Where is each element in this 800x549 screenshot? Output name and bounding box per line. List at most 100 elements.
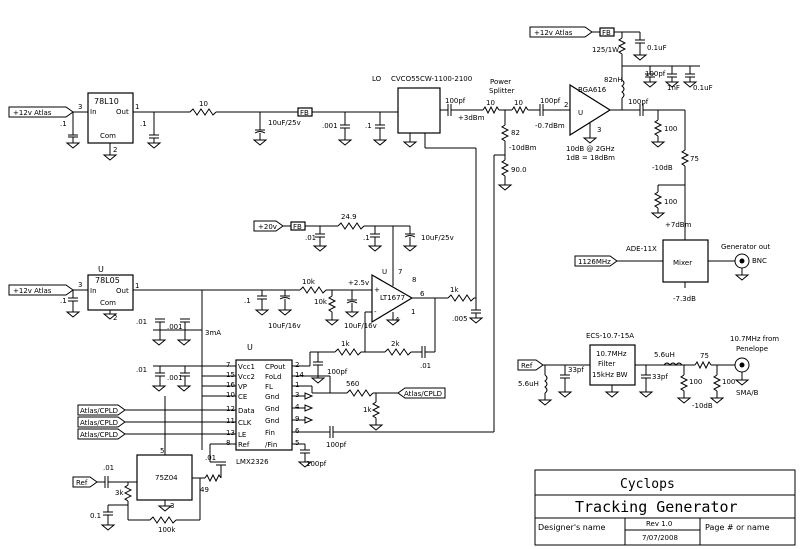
values-dbm7-label: +7dBm	[665, 221, 692, 229]
pll-pin-left-3: CE	[238, 393, 247, 401]
values-r-1k3-label: 1k	[363, 406, 372, 414]
values-r-49-label: 49	[200, 486, 209, 494]
parts-penelope-label: 10.7MHz from	[730, 335, 779, 343]
pll-pin-num-right-1: 14	[295, 371, 304, 379]
opamp-lt1677	[371, 273, 414, 324]
values-c-100pf6-label: 100pf	[326, 441, 347, 449]
svg-text:1dB = 18dBm: 1dB = 18dBm	[566, 154, 615, 162]
values-fb3-label: FB	[293, 223, 302, 231]
values-c-01h-label: .01	[136, 318, 147, 326]
svg-text:+: +	[374, 286, 380, 294]
pll-pin-right-5: Gnd	[265, 417, 279, 425]
parts-pll-name-label: LMX2326	[236, 458, 269, 466]
values-r-1k1-label: 1k	[450, 286, 459, 294]
parts-filter-text-label: 10.7MHz	[596, 350, 627, 358]
values-c-01a-label: .1	[60, 120, 67, 128]
values-c-33pfa-label: 33pf	[568, 366, 584, 374]
title-block-rev: Rev 1.0	[646, 520, 672, 528]
values-c-01i-label: .01	[136, 366, 147, 374]
parts-filter-model-label: ECS-10.7-15A	[586, 332, 634, 340]
values-fb1-label: FB	[300, 109, 309, 117]
pll-pin-num-left-0: 7	[226, 361, 230, 369]
values-r-2k-label: 2k	[391, 340, 400, 348]
values-n3b-label: 3	[597, 126, 601, 134]
parts-amp-gain-label: 10dB @ 2GHz	[566, 145, 615, 153]
values-c-01g-label: .1	[244, 297, 251, 305]
pll-pin-num-left-4: 12	[226, 405, 235, 413]
values-r-3k-label: 3k	[115, 489, 124, 497]
values-c-001b-label: .001	[167, 323, 183, 331]
port-atlas-cpld-data: Atlas/CPLD	[77, 404, 126, 416]
ports-ref2-label: Ref	[521, 362, 533, 370]
ports-atlas1-label: +12v Atlas	[13, 109, 52, 117]
values-pin1-label: 1	[411, 308, 415, 316]
values-n3c-label: 3	[78, 281, 82, 289]
values-r-82-label: 82	[511, 129, 520, 137]
ports-cpld-out-label: Atlas/CPLD	[404, 390, 442, 398]
ports-atlas2-label: +12v Atlas	[13, 287, 52, 295]
values-n3a-label: 3	[78, 103, 82, 111]
values-pin8-label: 8	[412, 276, 416, 284]
parts-pll-u-label: U	[247, 343, 253, 352]
values-l-82n-label: 82nH	[604, 76, 623, 84]
port-1126mhz: 1126MHz	[574, 255, 618, 267]
values-c-10uf3-label: 10uF/16v	[268, 322, 301, 330]
pll-pin-left-4: Data	[238, 407, 255, 415]
values-r-10c-label: 10	[514, 99, 523, 107]
title-block-title: Cyclops	[620, 477, 675, 492]
pll-pin-left-0: Vcc1	[238, 363, 255, 371]
values-r-75b-label: 75	[700, 352, 709, 360]
values-c-01e-label: .1	[363, 234, 370, 242]
parts-bnc-label: BNC	[752, 257, 767, 265]
ports-cpld1-label: Atlas/CPLD	[80, 407, 118, 415]
values-r-10k2-label: 10k	[314, 298, 328, 306]
pll-pin-num-left-7: 8	[226, 439, 230, 447]
values-c-005-label: .005	[452, 315, 468, 323]
pll-pin-right-7: /Fin	[265, 441, 277, 449]
pll-pin-num-left-2: 16	[226, 381, 235, 389]
ports-atlas3-label: +12v Atlas	[534, 29, 573, 37]
values-c-01b-label: .1	[140, 120, 147, 128]
values-v25-label: +2.5v	[348, 279, 369, 287]
values-n1c-label: 1	[135, 282, 139, 290]
values-n3d-label: 3	[170, 502, 174, 510]
values-fb2-label: FB	[602, 29, 611, 37]
port-ref-left: Ref	[72, 476, 98, 488]
values-r-10-label: 10	[199, 100, 208, 108]
values-c-33pfb-label: 33pf	[652, 373, 668, 381]
parts-mixer-name-label: Mixer	[673, 259, 692, 267]
pll-lmx2326	[235, 359, 293, 451]
values-pin7-label: 7	[398, 268, 402, 276]
pll-pin-left-1: Vcc2	[238, 373, 255, 381]
values-r-100k-label: 100k	[158, 526, 176, 534]
port-atlas-cpld-clk: Atlas/CPLD	[77, 416, 126, 428]
parts-amp-u-label: U	[578, 109, 583, 117]
values-n2c-label: 2	[113, 314, 117, 322]
values-r-75a-label: 75	[690, 155, 699, 163]
parts-reg2-out-label: Out	[116, 287, 129, 295]
values-n5-label: 5	[160, 447, 164, 455]
pll-pin-num-right-6: 6	[295, 427, 300, 435]
parts-opamp-name-label: LT1677	[380, 294, 405, 302]
parts-reg1-com-label: Com	[100, 132, 116, 140]
values-c-01f-label: .1	[60, 297, 67, 305]
title-block-date: 7/07/2008	[642, 534, 678, 542]
pll-pin-num-right-5: 9	[295, 415, 299, 423]
pll-pin-right-6: Fin	[265, 429, 275, 437]
values-c-01uf1-label: 0.1uF	[647, 44, 667, 52]
values-c-01m-label: 0.1	[90, 512, 101, 520]
pll-pin-left-5: CLK	[238, 419, 252, 427]
port-atlas-12v-mid: +12v Atlas	[8, 284, 74, 296]
port-atlas-12v-amp: +12v Atlas	[529, 26, 593, 38]
values-c-01l-label: .01	[205, 454, 216, 462]
parts-reg2-name-label: 78L05	[95, 276, 120, 285]
values-c-100pf3-label: 100pf	[645, 70, 666, 78]
values-c-100pf2-label: 100pf	[540, 97, 561, 105]
parts-mixer-model-label: ADE-11X	[626, 245, 657, 253]
pll-pin-num-right-2: 1	[295, 381, 299, 389]
port-20v: +20v	[253, 220, 284, 232]
values-c-01j-label: .01	[420, 362, 431, 370]
pll-pin-num-right-4: 4	[295, 403, 300, 411]
parts-reg1-in-label: In	[90, 108, 97, 116]
